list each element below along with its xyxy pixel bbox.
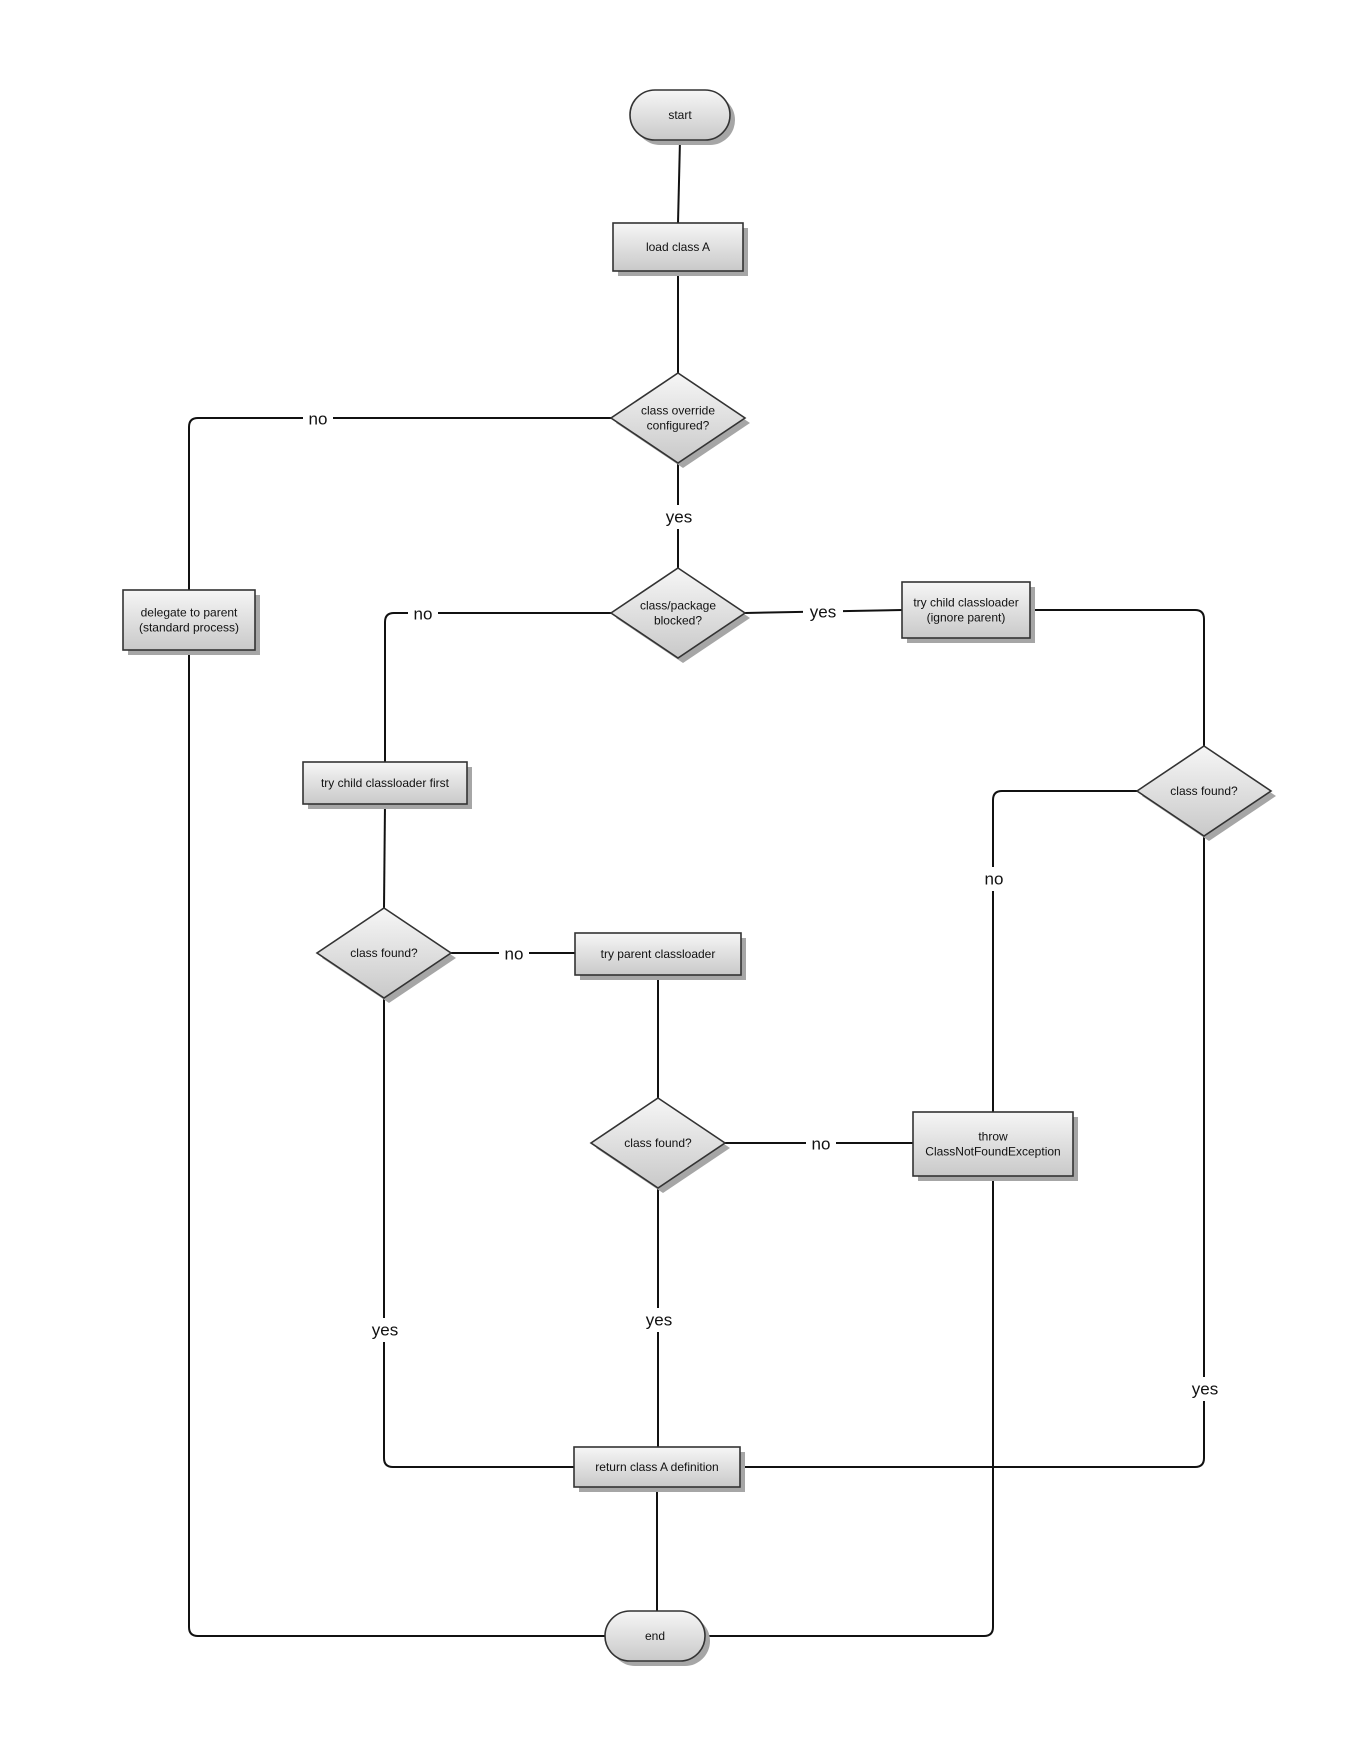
node-label-line: try child classloader <box>913 596 1018 610</box>
edge-try_child_ignore-to-found_right <box>1030 609 1205 746</box>
edge-label-text: no <box>985 870 1004 889</box>
node-label-line: throw <box>978 1130 1008 1144</box>
node-label-line: class found? <box>1170 784 1238 798</box>
edge-labels-layer: no yes no yes no yes no yes no yes <box>303 407 1225 1401</box>
node-return: return class A definition <box>573 1446 745 1492</box>
edge-label-text: yes <box>810 603 836 622</box>
terminal-shape <box>629 89 731 141</box>
node-label-line: return class A definition <box>595 1460 718 1474</box>
node-label-line: blocked? <box>654 614 702 628</box>
node-load: load class A <box>612 222 748 276</box>
edge-label-found_mid-no: no <box>806 1132 836 1156</box>
process-shape <box>122 589 256 651</box>
decision-shape <box>609 567 747 659</box>
edge-found_right-to-throw <box>992 790 1137 1112</box>
edge-label-background <box>408 602 438 626</box>
node-found-left: class found? <box>315 907 456 1003</box>
edge-blocked-to-try_child_first <box>384 612 611 762</box>
edge-try_child_first-to-found_left <box>383 803 386 909</box>
node-try-parent: try parent classloader <box>574 932 746 980</box>
edge-label-text: yes <box>1192 1380 1218 1399</box>
edge-label-found_right-yes: yes <box>1185 1377 1225 1401</box>
node-label-line: end <box>645 1629 665 1643</box>
edges-layer <box>188 139 1205 1637</box>
edge-label-override-yes: yes <box>659 505 699 529</box>
process-shape <box>302 761 468 805</box>
node-label-line: class found? <box>350 946 418 960</box>
node-label-line: ClassNotFoundException <box>925 1145 1060 1159</box>
node-label-line: class override <box>641 404 715 418</box>
edge-label-background <box>979 867 1009 891</box>
process-shape <box>573 1446 741 1488</box>
node-label-line: (standard process) <box>139 621 239 635</box>
edge-label-text: no <box>812 1135 831 1154</box>
node-label-line: class/package <box>640 599 716 613</box>
edge-label-found_left-no: no <box>499 942 529 966</box>
edge-label-text: no <box>505 945 524 964</box>
edge-label-blocked-no: no <box>408 602 438 626</box>
node-start: start <box>629 89 735 145</box>
edge-label-override-no: no <box>303 407 333 431</box>
edge-label-background <box>499 942 529 966</box>
node-found-right: class found? <box>1135 745 1276 841</box>
decision-shape <box>1135 745 1273 837</box>
edge-label-text: no <box>414 605 433 624</box>
edge-override-to-delegate <box>188 417 611 590</box>
edge-label-text: yes <box>666 508 692 527</box>
edge-label-background <box>659 505 699 529</box>
node-label-line: try parent classloader <box>601 947 716 961</box>
edge-throw-to-end <box>705 1176 994 1637</box>
process-shape <box>574 932 742 976</box>
node-label-line: try child classloader first <box>321 776 450 790</box>
process-shape <box>612 222 744 272</box>
edge-label-background <box>639 1308 679 1332</box>
node-try-child-ignore: try child classloader(ignore parent) <box>901 581 1035 643</box>
edge-label-text: yes <box>372 1321 398 1340</box>
edge-label-found_mid-yes: yes <box>639 1308 679 1332</box>
edge-label-background <box>365 1318 405 1342</box>
edge-label-blocked-yes: yes <box>803 600 843 624</box>
edge-label-background <box>303 407 333 431</box>
node-label-line: start <box>668 108 692 122</box>
edge-start-to-load <box>677 139 681 224</box>
node-try-child-first: try child classloader first <box>302 761 472 809</box>
process-shape <box>912 1111 1074 1177</box>
node-label-line: class found? <box>624 1136 692 1150</box>
node-end: end <box>604 1610 710 1666</box>
node-label-line: configured? <box>647 419 710 433</box>
edge-label-background <box>803 600 843 624</box>
node-label-line: (ignore parent) <box>927 611 1006 625</box>
edge-delegate-to-end <box>188 650 605 1637</box>
node-label-line: load class A <box>646 240 710 254</box>
node-label-line: delegate to parent <box>141 606 238 620</box>
decision-shape <box>315 907 453 999</box>
decision-shape <box>609 372 747 464</box>
decision-shape <box>589 1097 727 1189</box>
nodes-layer: start load class A class overrideconfigure… <box>122 89 1276 1666</box>
node-delegate: delegate to parent(standard process) <box>122 589 260 655</box>
edge-label-text: yes <box>646 1311 672 1330</box>
edge-label-found_right-no: no <box>979 867 1009 891</box>
edge-found_right-to-return <box>740 836 1205 1468</box>
edge-label-text: no <box>309 410 328 429</box>
node-found-mid: class found? <box>589 1097 730 1193</box>
edge-label-found_left-yes: yes <box>365 1318 405 1342</box>
edge-label-background <box>806 1132 836 1156</box>
edge-found_left-to-return <box>383 998 574 1468</box>
edge-label-background <box>1185 1377 1225 1401</box>
process-shape <box>901 581 1031 639</box>
terminal-shape <box>604 1610 706 1662</box>
